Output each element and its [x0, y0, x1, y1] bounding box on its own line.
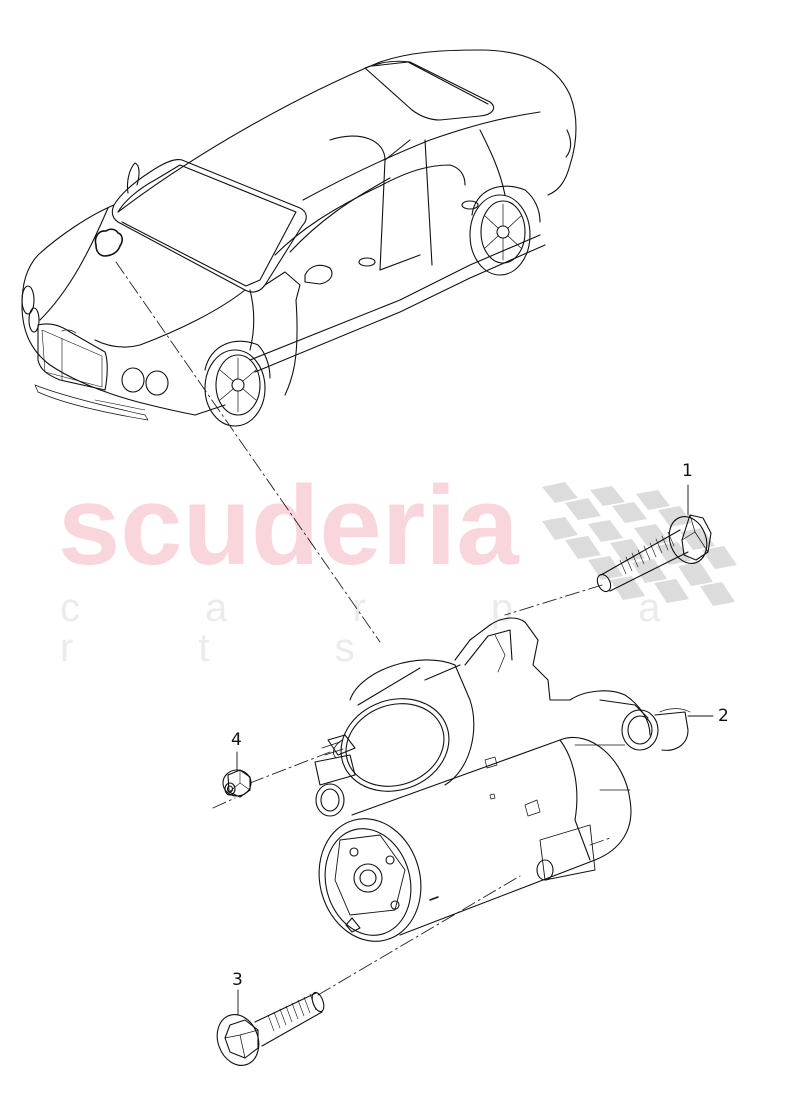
callout-2: 2 [718, 706, 729, 726]
watermark-brand: scuderia [58, 463, 519, 588]
callout-1: 1 [682, 461, 693, 481]
bolt-1 [596, 514, 712, 593]
bolt-3 [216, 991, 325, 1066]
callout-4: 4 [231, 730, 242, 750]
starter-motor [314, 617, 691, 942]
watermark-tagline: c a r p a r t s [60, 586, 718, 670]
car-outline [21, 49, 577, 427]
callout-3: 3 [232, 970, 243, 990]
nut-4 [222, 769, 252, 798]
